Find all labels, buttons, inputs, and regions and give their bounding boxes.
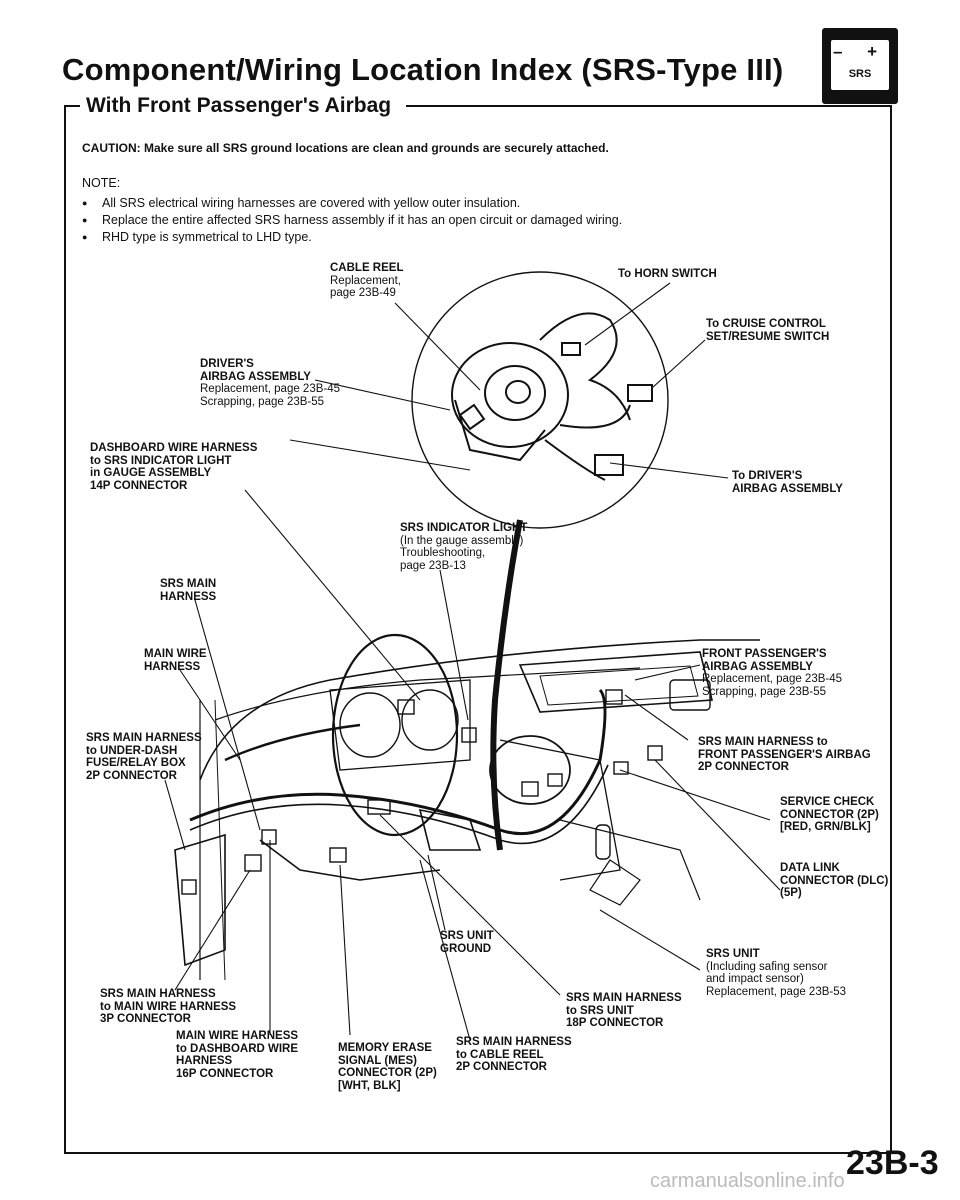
indicator-pointer-line <box>490 519 523 851</box>
underdash-fuse-box <box>174 833 226 967</box>
badge-text: SRS <box>848 68 872 80</box>
gauge-assembly <box>329 679 471 771</box>
label-underdash-connector: SRS MAIN HARNESS to UNDER-DASH FUSE/RELA… <box>86 732 202 782</box>
page-number: 23B-3 <box>846 1144 939 1182</box>
vent-right <box>669 679 711 711</box>
note-item: RHD type is symmetrical to LHD type. <box>82 230 312 244</box>
page-subtitle: With Front Passenger's Airbag <box>86 94 392 117</box>
badge-symbols: – + <box>832 42 888 61</box>
leader-lines <box>164 282 781 1041</box>
page-title: Component/Wiring Location Index (SRS-Typ… <box>62 52 784 87</box>
label-memory-erase: MEMORY ERASE SIGNAL (MES) CONNECTOR (2P)… <box>338 1042 437 1092</box>
label-harness-srs-unit: SRS MAIN HARNESS to SRS UNIT 18P CONNECT… <box>566 992 682 1029</box>
label-dlc: DATA LINK CONNECTOR (DLC) (5P) <box>780 862 889 899</box>
frame-top-right <box>406 105 892 107</box>
watermark: carmanualsonline.info <box>650 1170 845 1192</box>
label-harness-front-passenger: SRS MAIN HARNESS to FRONT PASSENGER'S AI… <box>698 736 871 773</box>
label-cable-reel: CABLE REEL Replacement, page 23B-49 <box>330 262 404 299</box>
label-harness-main-wire: SRS MAIN HARNESS to MAIN WIRE HARNESS 3P… <box>100 988 237 1025</box>
caution-text: CAUTION: Make sure all SRS ground locati… <box>82 141 609 155</box>
note-item: All SRS electrical wiring harnesses are … <box>82 196 520 210</box>
content-frame <box>64 106 892 1154</box>
connector-16p <box>261 829 277 845</box>
caution-label: CAUTION: <box>82 141 141 155</box>
service-check-connector <box>613 761 629 775</box>
horn-switch-connector <box>561 342 581 356</box>
steering-hub <box>489 735 571 805</box>
label-main-to-dashboard: MAIN WIRE HARNESS to DASHBOARD WIRE HARN… <box>176 1030 299 1080</box>
label-srs-unit-ground: SRS UNIT GROUND <box>440 930 494 955</box>
label-indicator-light: SRS INDICATOR LIGHT (In the gauge assemb… <box>400 522 528 572</box>
label-horn-switch: To HORN SWITCH <box>618 268 717 280</box>
passenger-airbag-lid <box>518 651 714 713</box>
shift-lever <box>595 824 611 860</box>
label-cruise-control: To CRUISE CONTROL SET/RESUME SWITCH <box>706 318 830 343</box>
label-dashboard-harness: DASHBOARD WIRE HARNESS to SRS INDICATOR … <box>90 442 258 492</box>
note-heading: NOTE: <box>82 176 121 190</box>
dlc-connector <box>647 745 663 761</box>
label-cable-reel-connector: SRS MAIN HARNESS to CABLE REEL 2P CONNEC… <box>456 1036 572 1073</box>
srs-unit-body <box>418 808 482 851</box>
dashboard-outline <box>199 639 760 781</box>
label-main-wire-harness: MAIN WIRE HARNESS <box>144 648 207 673</box>
srs-badge: – + SRS <box>822 28 898 104</box>
srs-main-harness-run <box>189 688 607 836</box>
main-wire-harness-run <box>224 723 361 762</box>
steering-wheel <box>331 633 459 837</box>
connector-3p <box>244 854 262 872</box>
label-srs-main-harness: SRS MAIN HARNESS <box>160 578 217 603</box>
cable-reel-body <box>451 342 569 448</box>
drivers-airbag-connector <box>594 454 624 476</box>
frame-top-left <box>64 105 80 107</box>
mes-connector <box>329 847 347 863</box>
label-drivers-airbag: DRIVER'S AIRBAG ASSEMBLY Replacement, pa… <box>200 358 341 408</box>
note-item: Replace the entire affected SRS harness … <box>82 213 622 227</box>
label-srs-unit: SRS UNIT (Including safing sensor and im… <box>706 948 847 998</box>
caution-body: Make sure all SRS ground locations are c… <box>144 141 609 155</box>
connector-14p <box>397 699 415 715</box>
label-service-check: SERVICE CHECK CONNECTOR (2P) [RED, GRN/B… <box>780 796 879 833</box>
cable-reel-2p-connector <box>461 727 477 743</box>
cruise-connector <box>627 384 653 402</box>
cable-reel-inset-circle <box>411 271 669 529</box>
connector-18p <box>367 799 391 815</box>
label-front-passenger-airbag: FRONT PASSENGER'S AIRBAG ASSEMBLY Replac… <box>702 648 843 698</box>
front-pass-2p-connector <box>605 689 623 705</box>
label-to-drivers-airbag: To DRIVER'S AIRBAG ASSEMBLY <box>732 470 843 495</box>
shift-boot <box>589 859 641 906</box>
